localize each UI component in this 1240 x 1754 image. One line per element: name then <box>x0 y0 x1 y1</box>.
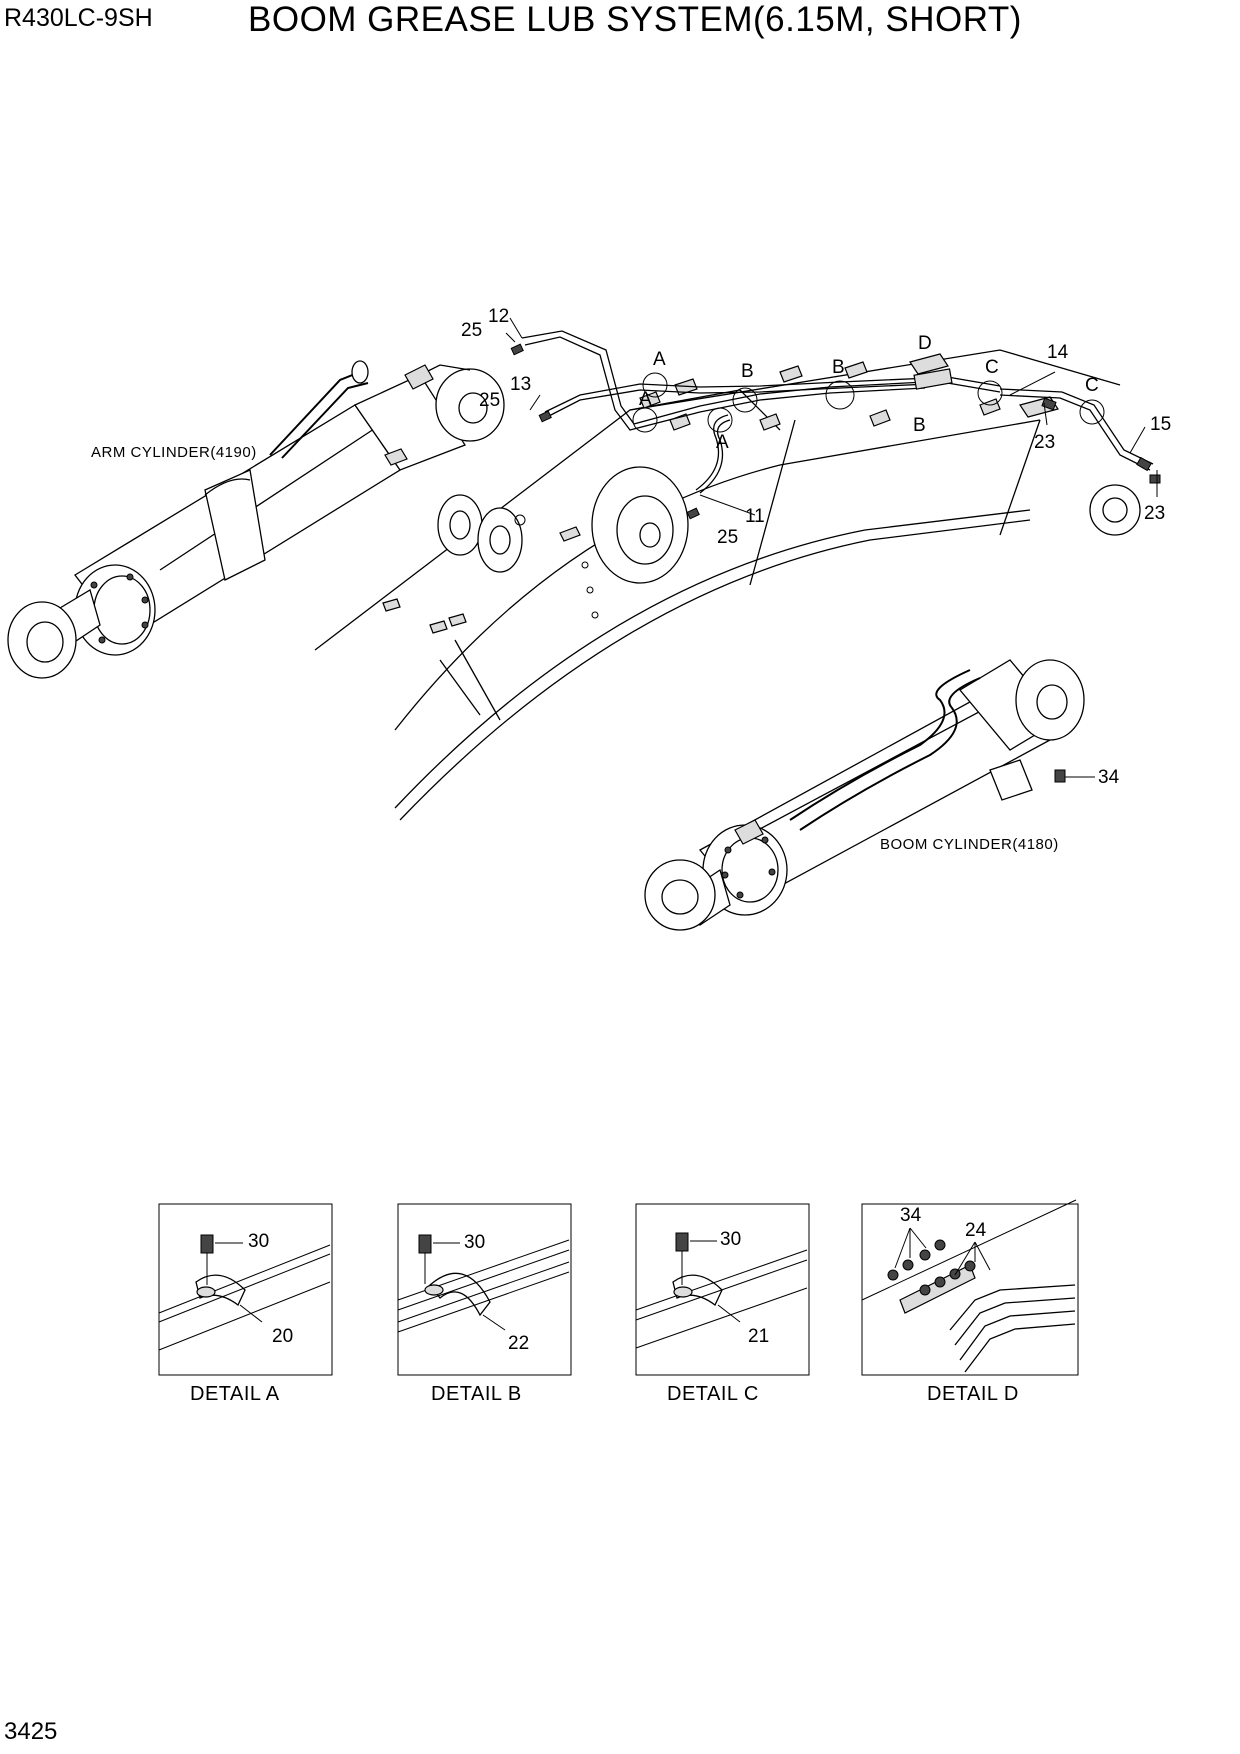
page-title: BOOM GREASE LUB SYSTEM(6.15M, SHORT) <box>248 0 1022 39</box>
callout-leaders <box>505 317 1158 778</box>
boom-structure <box>314 349 1141 821</box>
detail-ref-b: B <box>741 361 754 382</box>
detail-ref-a: A <box>716 432 729 453</box>
boom-cylinder-label: BOOM CYLINDER(4180) <box>880 836 1059 853</box>
detail-a-callout-30: 30 <box>248 1231 270 1252</box>
detail-ref-b: B <box>913 415 926 436</box>
detail-d-callout-34: 34 <box>900 1205 922 1226</box>
callout-13: 13 <box>510 374 532 395</box>
detail-ref-c: C <box>985 357 999 378</box>
detail-box-a <box>158 1203 333 1376</box>
callout-34: 34 <box>1098 767 1120 788</box>
detail-ref-b: B <box>832 357 845 378</box>
grease-pipes <box>510 330 1161 520</box>
detail-box-b <box>397 1203 572 1376</box>
callout-25: 25 <box>461 320 483 341</box>
detail-ref-d: D <box>918 333 932 354</box>
callout-23: 23 <box>1034 432 1056 453</box>
callout-25: 25 <box>717 527 739 548</box>
detail-c-caption: DETAIL C <box>667 1383 759 1405</box>
detail-box-d <box>861 1199 1079 1376</box>
detail-box-c <box>635 1203 810 1376</box>
detail-b-callout-30: 30 <box>464 1232 486 1253</box>
callout-25: 25 <box>479 390 501 411</box>
arm-cylinder-label: ARM CYLINDER(4190) <box>91 444 257 461</box>
detail-b-caption: DETAIL B <box>431 1383 522 1405</box>
callout-15: 15 <box>1150 414 1172 435</box>
boom-cylinder-drawing <box>644 659 1085 931</box>
detail-a-caption: DETAIL A <box>190 1383 280 1405</box>
detail-ref-c: C <box>1085 375 1099 396</box>
callout-12: 12 <box>488 306 510 327</box>
detail-c-callout-30: 30 <box>720 1229 742 1250</box>
callout-14: 14 <box>1047 342 1069 363</box>
pipe-clamp-brackets <box>639 353 1059 431</box>
model-number: R430LC-9SH <box>4 4 153 32</box>
arm-cylinder-drawing <box>7 360 505 679</box>
page-number: 3425 <box>4 1718 58 1745</box>
detail-d-caption: DETAIL D <box>927 1383 1019 1405</box>
callout-23: 23 <box>1144 503 1166 524</box>
detail-c-callout-21: 21 <box>748 1326 770 1347</box>
detail-ref-a: A <box>639 389 652 410</box>
callout-11: 11 <box>745 506 765 527</box>
detail-ref-a: A <box>653 349 666 370</box>
detail-a-callout-20: 20 <box>272 1326 294 1347</box>
detail-b-callout-22: 22 <box>508 1333 530 1354</box>
detail-d-callout-24: 24 <box>965 1220 987 1241</box>
